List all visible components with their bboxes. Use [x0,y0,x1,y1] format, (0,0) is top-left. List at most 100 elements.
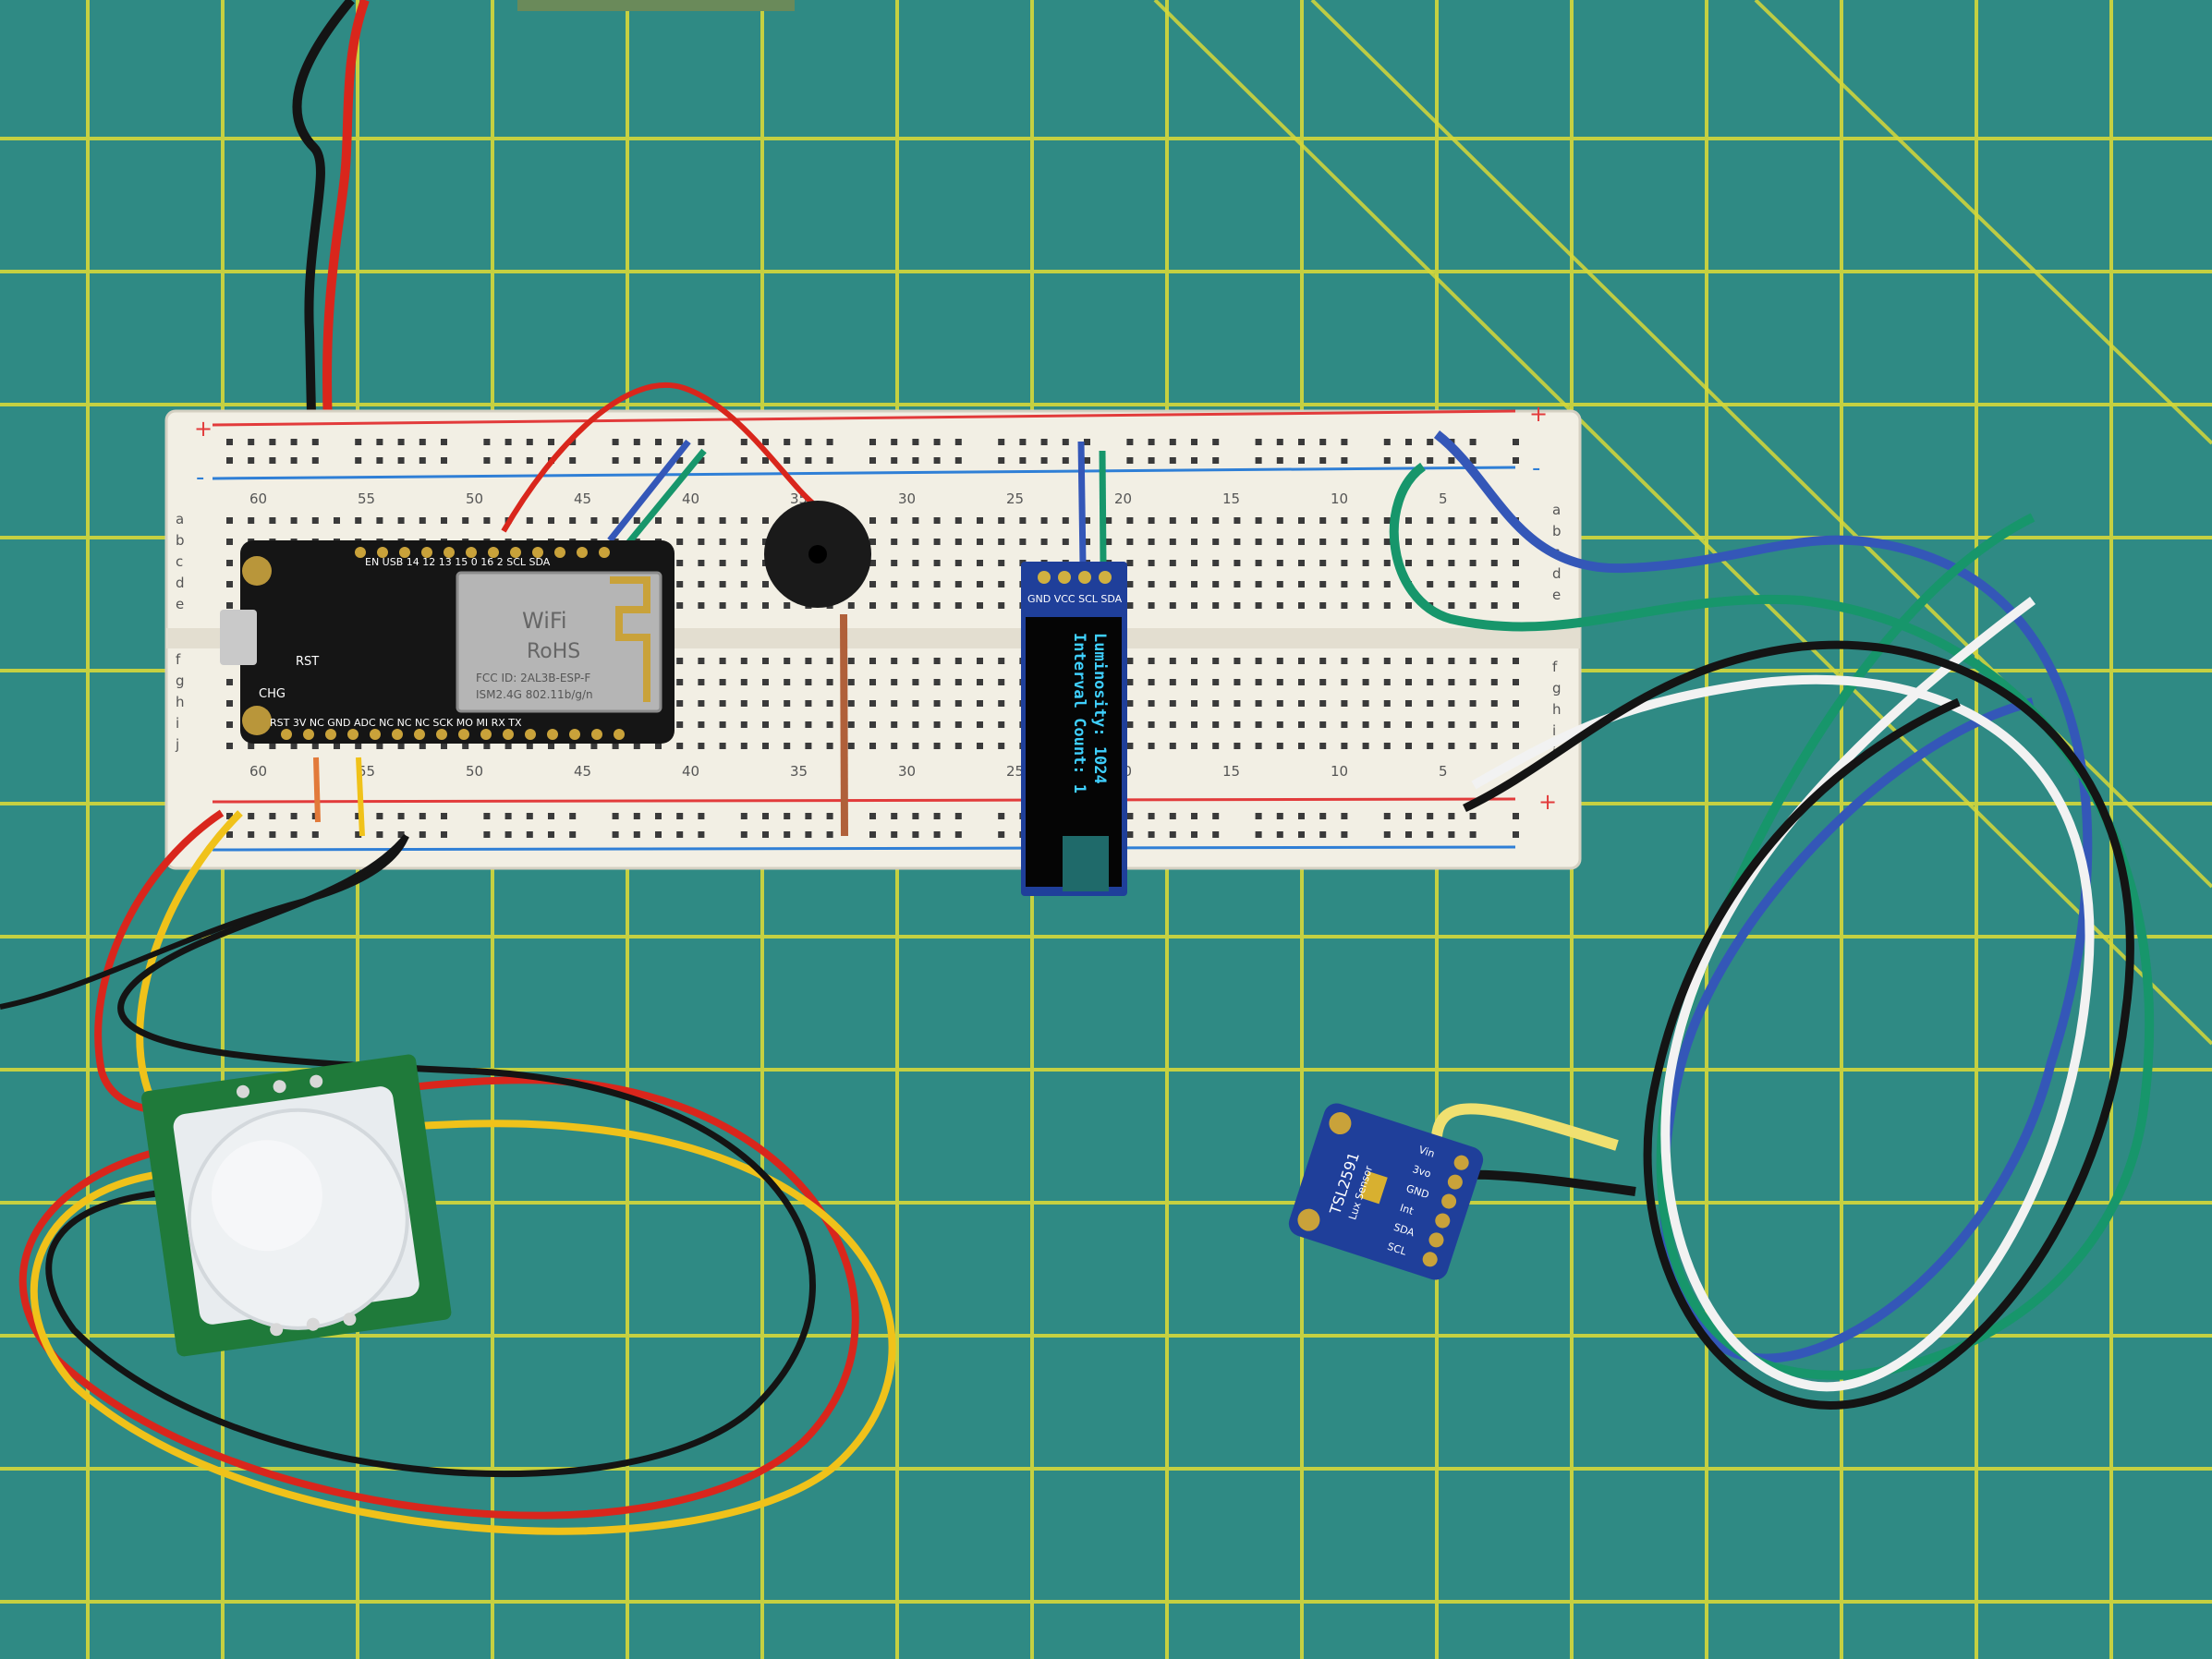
breadboard-hole [933,679,941,685]
breadboard-hole [1191,721,1197,728]
breadboard-hole [569,457,577,464]
breadboard-hole [1469,581,1477,587]
column-number: 50 [466,490,483,507]
column-number: 45 [574,490,591,507]
chg-label: CHG [259,687,286,701]
sensor-pin [1441,1193,1457,1209]
breadboard-hole [1341,539,1348,545]
breadboard-hole [483,743,491,749]
feather-pin [458,729,469,740]
breadboard-hole [1019,457,1027,464]
breadboard-hole [954,539,962,545]
breadboard-hole [1448,813,1455,819]
breadboard-hole [226,813,233,819]
breadboard-hole [226,700,233,707]
breadboard-hole [912,539,919,545]
feather-pin [355,547,366,558]
breadboard-hole [977,517,983,524]
rst-label: RST [296,655,319,669]
breadboard-hole [740,658,747,664]
pir-pin [310,1074,323,1088]
breadboard-hole [633,457,640,464]
breadboard-hole [954,517,962,524]
breadboard-hole [1383,560,1391,566]
feather-pin [414,729,425,740]
breadboard-hole [1513,457,1519,464]
breadboard-hole [1319,679,1327,685]
breadboard-hole [933,743,941,749]
breadboard-hole [1319,721,1327,728]
column-number: 5 [1439,763,1448,780]
breadboard-hole [1191,560,1197,566]
breadboard-hole [397,517,405,524]
row-letter: g [176,672,185,689]
top-rail-blue-line [212,466,1516,480]
row-letter: b [1552,523,1562,539]
breadboard-hole [1490,539,1498,545]
breadboard-hole [1513,539,1519,545]
breadboard-hole [1448,700,1455,707]
breadboard-hole [1276,581,1283,587]
breadboard-hole [376,813,383,819]
breadboard-hole [1298,457,1305,464]
row-letter: d [176,575,185,591]
breadboard-hole [977,602,983,609]
breadboard-hole [1191,679,1197,685]
breadboard-hole [1427,813,1434,819]
breadboard-hole [1191,602,1197,609]
breadboard-hole [226,831,233,838]
breadboard-hole [1341,517,1348,524]
breadboard-hole [1148,658,1155,664]
breadboard-hole [483,517,491,524]
breadboard-hole [1427,517,1434,524]
breadboard-hole [784,602,791,609]
breadboard-hole [933,700,941,707]
breadboard-hole [483,831,491,838]
oled-pin [1078,571,1091,584]
oled-line-1: Luminosity: 1024 [1090,633,1109,784]
breadboard-hole [655,439,662,445]
breadboard-hole [1469,813,1477,819]
breadboard-hole [355,743,362,749]
jumper-yellow-2 [356,757,365,837]
breadboard-hole [719,658,726,664]
breadboard-hole [1319,457,1327,464]
jumper-orange-1 [313,757,321,823]
breadboard-hole [698,602,705,609]
breadboard-hole [1298,679,1305,685]
feather-pin [480,729,492,740]
breadboard-hole [483,439,491,445]
column-number: 55 [358,490,375,507]
breadboard-hole [762,539,769,545]
pir-pin [343,1313,357,1326]
breadboard-hole [376,457,383,464]
breadboard-hole [1405,658,1412,664]
breadboard-hole [698,679,705,685]
breadboard-hole [1469,700,1477,707]
breadboard-hole [1490,658,1498,664]
row-letter: h [176,694,185,710]
breadboard-hole [1298,831,1305,838]
breadboard-hole [740,602,747,609]
breadboard-hole [1276,539,1283,545]
breadboard-hole [784,721,791,728]
breadboard-hole [698,700,705,707]
breadboard-hole [633,831,640,838]
jumper-blue-oled [1077,441,1087,564]
breadboard-hole [1298,439,1305,445]
breadboard-hole [805,721,812,728]
pir-dome-highlight [211,1140,322,1252]
breadboard-hole [355,831,362,838]
breadboard-hole [891,581,898,587]
breadboard-hole [805,700,812,707]
breadboard-hole [1405,813,1412,819]
breadboard-hole [676,679,684,685]
column-number: 15 [1222,763,1240,780]
breadboard-hole [1191,743,1197,749]
breadboard-hole [998,560,1005,566]
breadboard-hole [655,743,662,749]
breadboard-hole [1040,517,1048,524]
breadboard-hole [1427,721,1434,728]
